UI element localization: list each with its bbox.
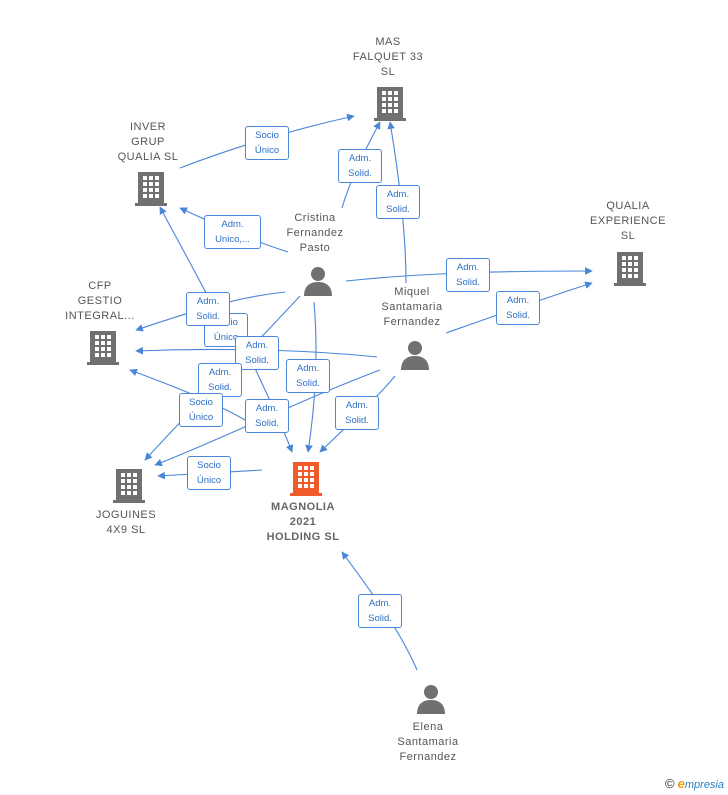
person-icon-cristina[interactable] — [303, 266, 333, 301]
edge-label-miquel-to-joguines: Adm. Solid. — [245, 399, 289, 433]
edge-label-elena-to-magnolia: Adm. Solid. — [358, 594, 402, 628]
node-label-mas-falquet[interactable]: MAS FALQUET 33 SL — [352, 36, 424, 78]
node-label-joguines[interactable]: JOGUINES 4X9 SL — [95, 509, 157, 536]
edge-label-cristina-to-mas: Adm. Solid. — [338, 149, 382, 183]
edge-label-cristina-to-joguines: Adm. Solid. — [198, 363, 242, 397]
edge-label-cristina-to-inver: Adm. Unico,... — [204, 215, 261, 249]
building-icon-joguines[interactable] — [113, 467, 145, 508]
building-icon-cfp-gestio[interactable] — [87, 329, 119, 370]
edge-label-inver-to-mas: Socio Único — [245, 126, 289, 160]
edge-label-miquel-to-qualia: Adm. Solid. — [496, 291, 540, 325]
building-icon-inver-grup[interactable] — [135, 170, 167, 211]
edge-label-miquel-to-magnolia: Adm. Solid. — [335, 396, 379, 430]
node-label-inver-grup[interactable]: INVER GRUP QUALIA SL — [117, 121, 179, 163]
node-label-cfp-gestio[interactable]: CFP GESTIO INTEGRAL... — [65, 280, 135, 322]
edge-label-miquel-to-cfp: Adm. Solid. — [235, 336, 279, 370]
building-icon-qualia-experience[interactable] — [614, 250, 646, 291]
person-icon-miquel[interactable] — [400, 340, 430, 375]
node-label-magnolia[interactable]: MAGNOLIA 2021 HOLDING SL — [266, 501, 340, 543]
edge-label-cristina-to-qualia: Adm. Solid. — [446, 258, 490, 292]
building-icon-magnolia[interactable] — [290, 460, 322, 501]
node-label-qualia-experience[interactable]: QUALIA EXPERIENCE SL — [590, 200, 666, 242]
person-icon-elena[interactable] — [416, 684, 446, 719]
edge-label-inver-to-cfp: Adm. Solid. — [186, 292, 230, 326]
brand-logo: ©empresia — [665, 776, 724, 791]
edge-label-cristina-to-magnolia: Adm. Solid. — [286, 359, 330, 393]
brand-name: mpresia — [684, 779, 724, 791]
brand-initial: e — [677, 776, 685, 791]
node-label-elena[interactable]: Elena Santamaria Fernandez — [397, 721, 459, 763]
edge-label-miquel-to-mas: Adm. Solid. — [376, 185, 420, 219]
edge-label-magnolia-to-joguines: Socio Único — [187, 456, 231, 490]
copyright-symbol: © — [665, 776, 675, 791]
node-label-cristina[interactable]: Cristina Fernandez Pasto — [286, 212, 344, 254]
node-label-miquel[interactable]: Miquel Santamaria Fernandez — [381, 286, 443, 328]
edge-label-inver-to-joguines: Socio Único — [179, 393, 223, 427]
building-icon-mas-falquet[interactable] — [374, 85, 406, 126]
